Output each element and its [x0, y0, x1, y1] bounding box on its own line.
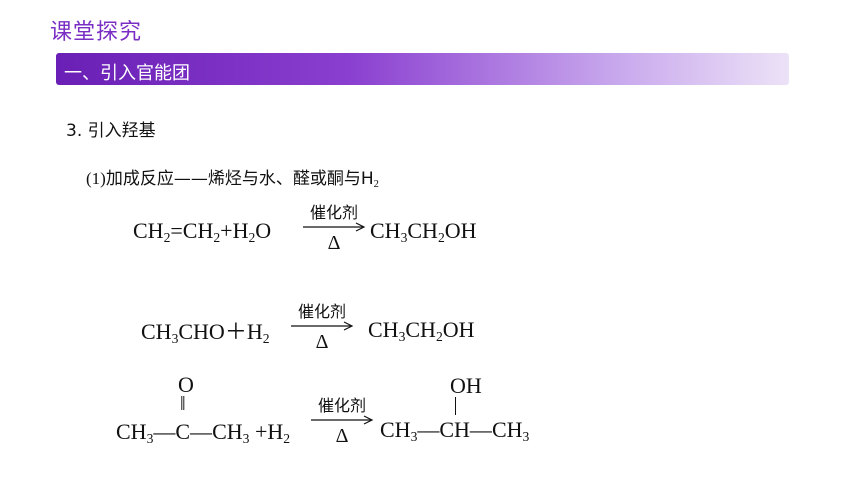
- eq2-term: CH: [141, 319, 172, 344]
- point-h-sub: 2: [373, 179, 379, 191]
- eq2-sub: 2: [435, 329, 443, 345]
- eq2-arrow: 催化剂 Δ: [290, 303, 354, 353]
- point-text: 加成反应——烯烃与水、醛或酮与H: [105, 169, 374, 189]
- eq3-sub: 2: [283, 431, 291, 447]
- eq3-sub: 3: [242, 431, 250, 447]
- eq1-term: =CH: [170, 218, 214, 243]
- eq2-sub: 2: [262, 331, 270, 347]
- eq3-hydroxyl-bond: [455, 397, 456, 415]
- eq3-oxygen: O: [178, 372, 194, 397]
- eq3-products: CH3—CH—CH3: [380, 417, 529, 445]
- eq1-term: OH: [444, 218, 477, 243]
- eq1-arrow-line: [302, 222, 366, 232]
- eq1-sub: 2: [248, 230, 256, 246]
- eq1-term: CH: [370, 218, 401, 243]
- eq3-sub: 3: [522, 429, 530, 445]
- section-banner: [56, 53, 789, 85]
- eq1-reactants: CH2=CH2+H2O: [133, 218, 271, 246]
- eq2-sub: 3: [171, 331, 179, 347]
- eq2-term: CH: [405, 317, 436, 342]
- subheading: 3. 引入羟基: [66, 121, 156, 141]
- eq2-products: CH3CH2OH: [368, 317, 475, 345]
- eq3-arrow-line: [310, 415, 374, 425]
- eq1-products: CH3CH2OH: [370, 218, 477, 246]
- eq1-sub: 3: [400, 230, 408, 246]
- eq1-term: CH: [407, 218, 438, 243]
- eq3-carbonyl: —C—: [153, 419, 213, 444]
- eq3-double-bond: ‖: [180, 393, 186, 415]
- eq3-sub: 3: [146, 431, 154, 447]
- eq1-term: CH: [133, 218, 164, 243]
- eq1-term: +H: [220, 218, 249, 243]
- eq2-arrow-line: [290, 321, 354, 331]
- eq1-term: O: [255, 218, 272, 243]
- eq1-sub: 2: [163, 230, 171, 246]
- eq2-term: OH: [442, 317, 475, 342]
- eq2-reactants: CH3CHO＋H2: [141, 314, 270, 347]
- eq1-sub: 2: [437, 230, 445, 246]
- eq3-hydroxyl: OH: [450, 373, 482, 398]
- eq3-condition: Δ: [335, 425, 349, 447]
- eq2-term: CHO＋H: [178, 319, 263, 344]
- eq2-catalyst: 催化剂: [297, 302, 346, 321]
- eq2-condition: Δ: [315, 331, 329, 353]
- eq3-sub: 3: [410, 429, 418, 445]
- eq1-catalyst: 催化剂: [309, 203, 358, 222]
- eq3-term: CH: [380, 417, 411, 442]
- eq3-term: +H: [254, 419, 284, 444]
- eq1-sub: 2: [213, 230, 221, 246]
- eq3-term: CH: [212, 419, 243, 444]
- point-heading: (1)加成反应——烯烃与水、醛或酮与H2: [86, 164, 379, 190]
- eq3-term: CH: [491, 417, 523, 442]
- eq3-catalyst: 催化剂: [317, 396, 366, 415]
- eq3-reactants: CH3—C—CH3 +H2: [116, 419, 290, 447]
- eq1-arrow: 催化剂 Δ: [302, 204, 366, 254]
- eq2-term: CH: [368, 317, 399, 342]
- point-prefix: (1): [86, 169, 106, 188]
- eq3-term: CH: [116, 419, 147, 444]
- eq3-ch-center: —CH—: [417, 417, 492, 442]
- page-title: 课堂探究: [50, 20, 143, 45]
- eq3-arrow: 催化剂 Δ: [310, 397, 374, 447]
- eq2-sub: 3: [398, 329, 406, 345]
- section-label: 一、引入官能团: [64, 63, 190, 84]
- eq1-condition: Δ: [327, 232, 341, 254]
